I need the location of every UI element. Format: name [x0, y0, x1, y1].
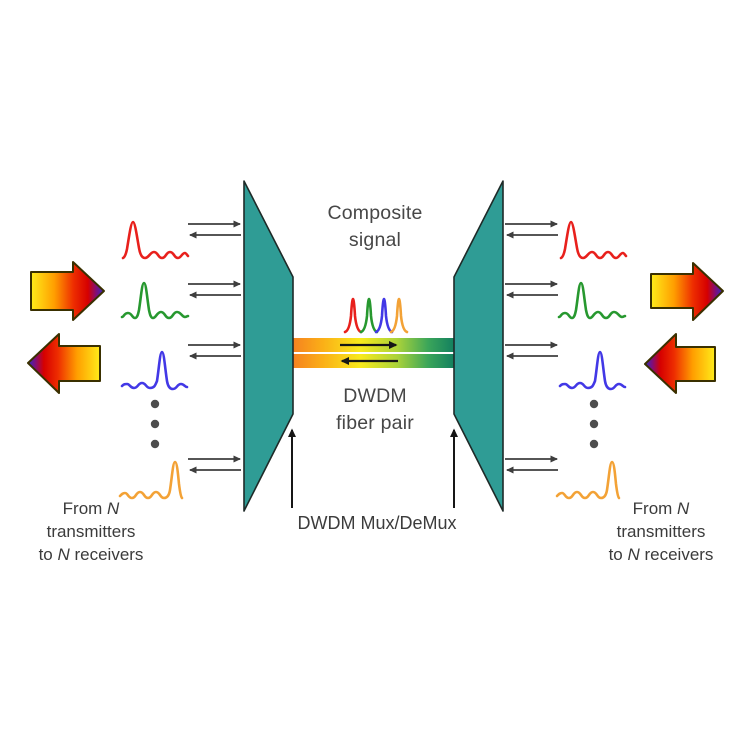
- fiber-pair-label: DWDM fiber pair: [285, 383, 465, 437]
- composite-signal-label: Composite signal: [285, 200, 465, 254]
- demux-trapezoid-right: [453, 180, 504, 512]
- composite-spike-orange: [389, 297, 409, 334]
- dot: [150, 439, 160, 449]
- caption-text: to: [38, 545, 58, 564]
- ellipsis-left: [150, 399, 160, 449]
- caption-line1: From N: [571, 497, 745, 520]
- caption-text: to: [608, 545, 628, 564]
- dot: [589, 439, 599, 449]
- composite-spike-green: [359, 297, 379, 334]
- caption-text: receivers: [639, 545, 714, 564]
- spectrum-green-right: [557, 281, 627, 320]
- big-arrow-left-left-side: [27, 333, 101, 394]
- caption-line1: From N: [1, 497, 181, 520]
- spectrum-green-left: [120, 281, 190, 320]
- caption-right: From N transmitters to N receivers: [571, 497, 745, 566]
- caption-text: From: [632, 499, 678, 518]
- mux-demux-label: DWDM Mux/DeMux: [265, 512, 489, 534]
- caption-n: N: [57, 545, 70, 564]
- spectrum-red-right: [559, 220, 628, 260]
- mux-trapezoid-left: [243, 180, 294, 512]
- dot: [589, 399, 599, 409]
- composite-signal-line2: signal: [348, 229, 402, 251]
- caption-n: N: [677, 499, 690, 518]
- caption-n: N: [107, 499, 120, 518]
- caption-line2: transmitters: [571, 520, 745, 543]
- spectrum-blue-left: [120, 350, 189, 391]
- dot: [589, 419, 599, 429]
- spectrum-red-left: [121, 220, 190, 260]
- big-arrow-right-right-side: [650, 262, 724, 321]
- dot: [150, 419, 160, 429]
- caption-line3: to N receivers: [571, 543, 745, 566]
- caption-text: receivers: [69, 545, 144, 564]
- big-arrow-left-right-side: [644, 333, 716, 394]
- spectrum-blue-right: [558, 350, 627, 391]
- spectrum-orange-left: [118, 460, 184, 500]
- caption-left: From N transmitters to N receivers: [1, 497, 181, 566]
- dot: [150, 399, 160, 409]
- composite-spike-blue: [374, 297, 394, 334]
- left-channel-arrows: [188, 220, 241, 474]
- fiber-pair-line2: fiber pair: [336, 412, 414, 434]
- spectrum-orange-right: [555, 460, 621, 500]
- caption-text: From: [62, 499, 108, 518]
- right-channel-arrows: [505, 220, 558, 474]
- composite-spike-red: [343, 297, 363, 334]
- caption-line3: to N receivers: [1, 543, 181, 566]
- caption-line2: transmitters: [1, 520, 181, 543]
- mux-demux-text: DWDM Mux/DeMux: [297, 513, 457, 533]
- fiber-pair-line1: DWDM: [343, 385, 407, 407]
- ellipsis-right: [589, 399, 599, 449]
- caption-text: transmitters: [46, 522, 136, 541]
- composite-signal-line1: Composite: [327, 202, 423, 224]
- caption-text: transmitters: [616, 522, 706, 541]
- caption-n: N: [627, 545, 640, 564]
- big-arrow-right-left-side: [30, 261, 105, 321]
